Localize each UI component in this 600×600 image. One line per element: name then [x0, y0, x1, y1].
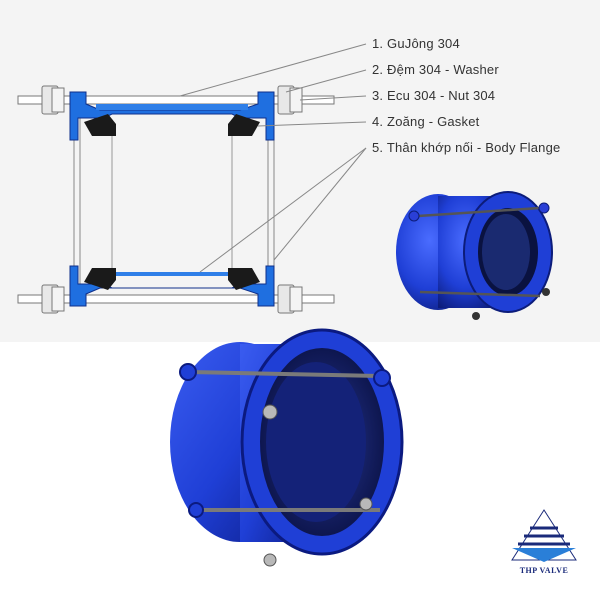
- callout-gasket: 4. Zoăng - Gasket: [372, 114, 480, 129]
- gasket-bottom: [84, 268, 260, 290]
- callout-washer: 2. Đệm 304 - Washer: [372, 62, 499, 77]
- leader-lines: [179, 43, 367, 273]
- body-flange-top: [69, 91, 275, 141]
- logo-wordmark: THP VALVE: [519, 566, 569, 575]
- callout-nut: 3. Ecu 304 - Nut 304: [372, 88, 496, 103]
- callout-body-flange: 5. Thân khớp nối - Body Flange: [372, 140, 561, 155]
- callout-bolt: 1. GuJông 304: [372, 36, 460, 51]
- bottom-bolt: [17, 284, 335, 314]
- gasket-top: [84, 114, 260, 136]
- top-bolt: [17, 85, 335, 115]
